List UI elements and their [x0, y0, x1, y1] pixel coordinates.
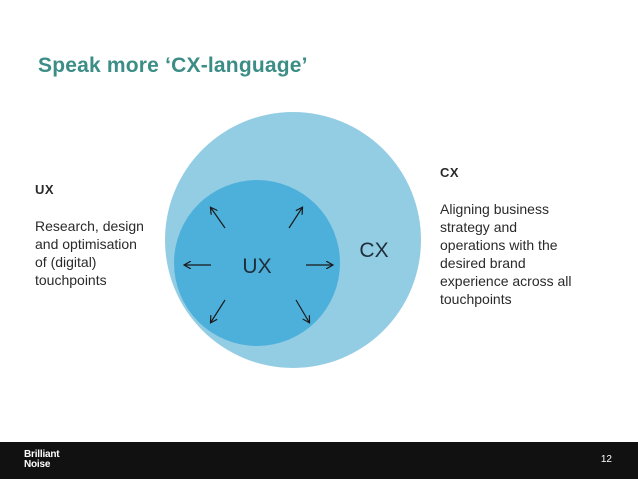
ux-cx-diagram: UX CX: [165, 112, 421, 368]
cx-heading: CX: [440, 165, 460, 180]
cx-line: touchpoints: [440, 291, 512, 307]
ux-heading: UX: [35, 182, 55, 197]
logo-line: Noise: [24, 459, 51, 470]
ux-circle-label: UX: [242, 255, 271, 278]
cx-line: desired brand: [440, 255, 526, 271]
arrow-down-right: [295, 299, 309, 322]
arrow-up-right: [288, 208, 302, 229]
ux-line: of (digital): [35, 254, 97, 270]
brand-logo: Brilliant Noise: [24, 449, 60, 470]
logo-line: Brilliant: [24, 449, 60, 460]
page-number: 12: [600, 454, 612, 465]
slide-title: Speak more ‘CX-language’: [38, 54, 308, 77]
cx-line: operations with the: [440, 237, 558, 253]
outward-arrows: [185, 208, 332, 322]
ux-description: UX Research, design and optimisation of …: [35, 181, 155, 289]
ux-line: touchpoints: [35, 272, 107, 288]
cx-line: strategy and: [440, 219, 518, 235]
ux-body: Research, design and optimisation of (di…: [35, 217, 155, 289]
cx-line: Aligning business: [440, 201, 549, 217]
cx-description: CX Aligning business strategy and operat…: [440, 164, 610, 308]
cx-line: experience across all: [440, 273, 572, 289]
ux-line: and optimisation: [35, 236, 137, 252]
arrow-down-left: [211, 299, 226, 322]
footer-bar: Brilliant Noise 12: [0, 442, 638, 479]
arrow-up-left: [211, 208, 226, 229]
ux-line: Research, design: [35, 218, 144, 234]
cx-body: Aligning business strategy and operation…: [440, 200, 610, 308]
cx-circle-label: CX: [359, 239, 388, 262]
